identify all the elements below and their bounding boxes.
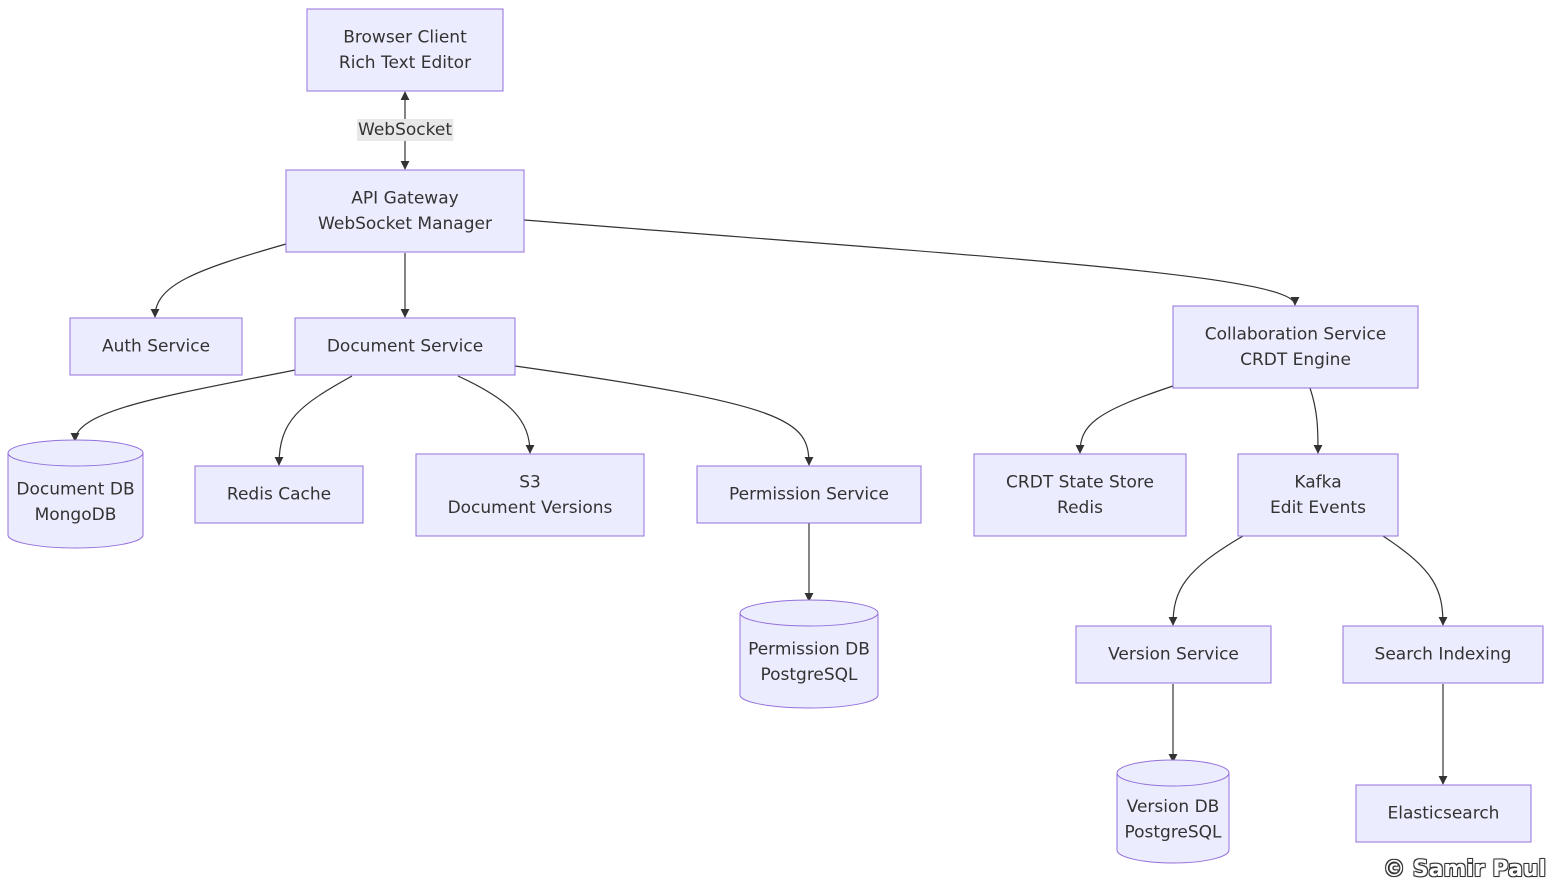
database-cylinder-icon [7,439,144,549]
node-box [1342,625,1544,684]
edge-kafka-to-version [1168,535,1244,626]
node-label-line: PostgreSQL [1124,822,1222,842]
node-box [973,453,1187,537]
svg-text:WebSocket: WebSocket [358,120,452,140]
node-permdb: Permission DB PostgreSQL [739,599,879,709]
node-label-line: Document Versions [448,498,613,518]
node-search: Search Indexing [1342,625,1544,684]
node-box [285,169,525,253]
node-box [1172,305,1419,389]
edge-label-browser-to-gateway: WebSocket [357,119,454,141]
node-label-line: Rich Text Editor [339,53,471,73]
edge-collab-to-kafka [1309,387,1323,454]
node-label-line: Document Service [327,337,483,357]
edge-kafka-to-search [1382,535,1448,626]
node-label-line: Document DB [16,479,134,499]
node-label-line: Search Indexing [1375,645,1512,665]
node-docsvc: Document Service [294,317,516,376]
node-elastic: Elasticsearch [1355,784,1532,843]
node-box [294,317,516,376]
node-box [1075,625,1272,684]
node-box [696,465,922,524]
node-versiondb: Version DB PostgreSQL [1116,759,1230,864]
node-label-line: Browser Client [343,27,467,47]
node-box [1355,784,1532,843]
node-label-line: CRDT Engine [1240,350,1351,370]
node-label-line: Elasticsearch [1388,804,1500,824]
node-auth: Auth Service [69,317,243,376]
node-label-line: Version Service [1108,645,1239,665]
node-label-line: WebSocket Manager [318,214,492,234]
node-redis: Redis Cache [194,465,364,524]
node-perm: Permission Service [696,465,922,524]
node-label-line: Auth Service [102,337,210,357]
edge-docsvc-to-docdb [70,369,296,442]
node-label-line: Redis [1057,498,1103,518]
node-label-line: Version DB [1127,797,1220,817]
database-cylinder-icon [739,599,879,709]
node-label-line: S3 [519,472,541,492]
node-label-line: Permission DB [748,639,870,659]
node-box [1237,453,1399,537]
node-box [69,317,243,376]
node-label-line: Edit Events [1270,498,1366,518]
node-docdb: Document DB MongoDB [7,439,144,549]
edge-docsvc-to-redis [274,375,353,466]
database-cylinder-icon [1116,759,1230,864]
edge-gateway-to-auth [150,243,287,318]
node-version: Version Service [1075,625,1272,684]
edge-docsvc-to-s3 [457,375,535,454]
node-box [415,453,645,537]
edge-collab-to-crdtstore [1075,385,1174,454]
node-label-line: Permission Service [729,485,889,505]
node-label-line: Collaboration Service [1205,324,1387,344]
watermark: © Samir Paul [1383,857,1546,882]
node-box [306,8,504,92]
edge-gateway-to-collab [523,219,1300,306]
node-label-line: Redis Cache [227,485,331,505]
node-label-line: Kafka [1294,472,1341,492]
node-label-line: API Gateway [351,188,458,208]
edge-docsvc-to-perm [514,365,814,466]
node-label-line: MongoDB [35,505,117,525]
node-label-line: PostgreSQL [760,665,858,685]
node-label-line: CRDT State Store [1006,472,1154,492]
node-box [194,465,364,524]
